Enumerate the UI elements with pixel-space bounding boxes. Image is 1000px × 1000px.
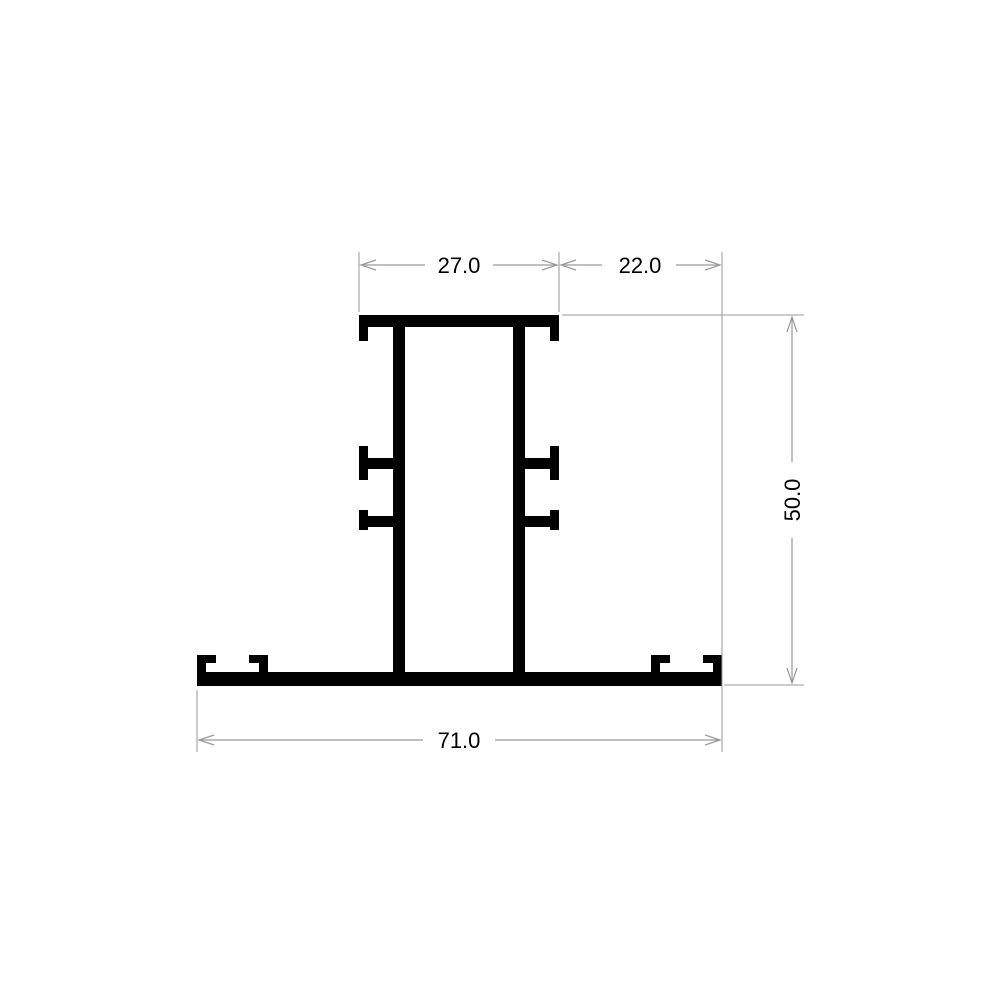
left-hook-upper-lip [359, 446, 368, 480]
base-plate [197, 672, 722, 686]
base-right-lip-outer [713, 655, 722, 675]
dim-27-arrow-left [359, 259, 377, 271]
dimension-50: 50.0 [780, 315, 805, 685]
dimension-27: 27.0 [359, 253, 559, 278]
dimension-22: 22.0 [559, 253, 722, 278]
base-left-lip-outer [197, 655, 206, 675]
base-right-lip-inner [651, 655, 660, 675]
left-hook-lower-arm [359, 516, 399, 527]
top-left-lip [359, 315, 368, 341]
dim-22-arrow-right [704, 259, 722, 271]
dim-27-label: 27.0 [438, 253, 481, 278]
dim-50-arrow-bottom [786, 667, 798, 685]
dim-50-arrow-top [786, 315, 798, 333]
right-hook-upper-lip [550, 446, 559, 480]
dimension-71: 71.0 [197, 728, 722, 753]
base-left-lip-outer-cap [197, 655, 216, 663]
dim-71-arrow-right [704, 734, 722, 746]
base-left-lip-inner-cap [249, 655, 268, 663]
base-right-lip-inner-cap [651, 655, 670, 663]
top-plate [359, 315, 559, 327]
dim-71-label: 71.0 [438, 728, 481, 753]
extension-lines [196, 252, 804, 752]
right-web [513, 315, 525, 685]
base-left-lip-inner [259, 655, 268, 675]
extrusion-profile [197, 315, 722, 686]
left-hook-upper-arm [359, 458, 399, 469]
top-right-lip [550, 315, 559, 341]
base-right-lip-outer-cap [703, 655, 722, 663]
dim-22-arrow-left [559, 259, 577, 271]
dim-22-label: 22.0 [619, 253, 662, 278]
right-hook-upper-arm [519, 458, 559, 469]
left-hook-lower-lip [359, 510, 368, 530]
left-web [393, 315, 405, 685]
right-hook-lower-lip [550, 510, 559, 530]
dim-27-arrow-right [541, 259, 559, 271]
dim-71-arrow-left [197, 734, 215, 746]
dim-50-label: 50.0 [780, 479, 805, 522]
right-hook-lower-arm [519, 516, 559, 527]
